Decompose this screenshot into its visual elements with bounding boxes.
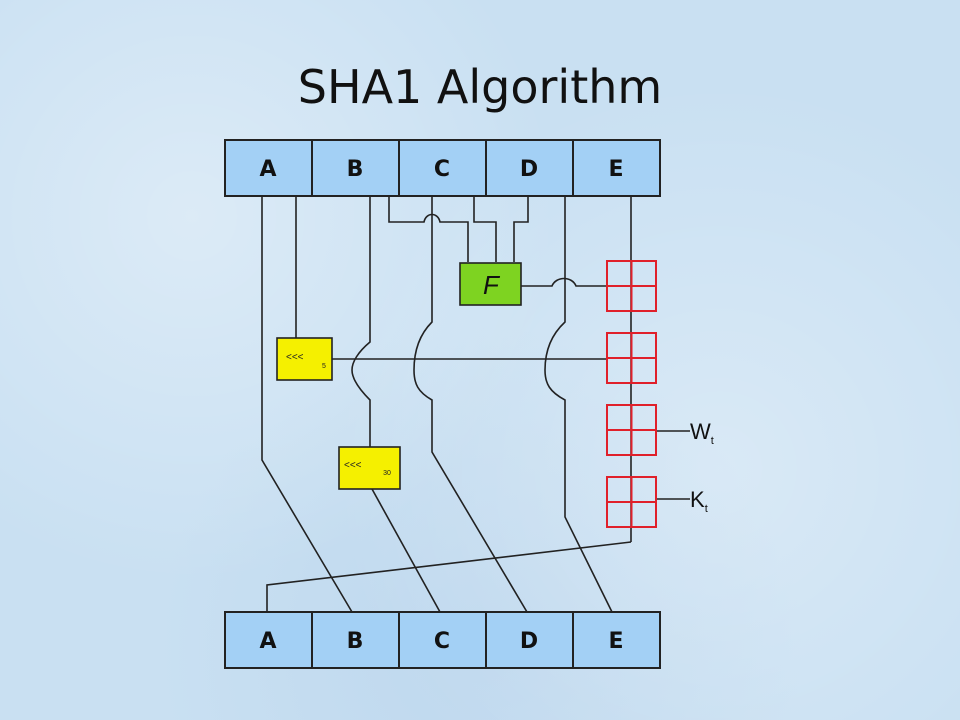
output-register-d: D — [520, 629, 538, 654]
input-register-b: B — [347, 157, 364, 182]
line-sum-to-a — [266, 541, 632, 612]
line-b-to-f — [388, 196, 469, 262]
rotate-left-5-box: <<< 5 — [276, 337, 333, 381]
kt-label: Kt — [690, 487, 708, 515]
line-rotl30-to-c — [371, 488, 441, 613]
input-register-c: C — [434, 157, 450, 182]
line-d-to-e — [544, 196, 613, 613]
rotate-30-symbol: <<< — [344, 460, 362, 471]
slide-title: SHA1 Algorithm — [297, 60, 663, 114]
rotate-5-amount: 5 — [322, 363, 326, 370]
wt-label: Wt — [690, 419, 714, 447]
input-register-d: D — [520, 157, 538, 182]
function-f-label: F — [483, 270, 501, 300]
input-register-a: A — [259, 157, 276, 182]
line-f-to-adder1 — [521, 277, 608, 287]
rotate-30-amount: 30 — [383, 470, 391, 477]
output-register-a: A — [259, 629, 276, 654]
input-register-e: E — [608, 157, 623, 182]
function-f-box: F — [459, 262, 522, 306]
modular-adders — [606, 260, 657, 528]
output-register-e: E — [608, 629, 623, 654]
line-b-to-rotl30 — [351, 196, 371, 447]
adder-4 — [606, 476, 657, 528]
rotate-5-symbol: <<< — [286, 352, 304, 363]
output-register-row: A B C D E — [224, 611, 661, 669]
line-d-to-f — [513, 196, 529, 262]
rotate-left-30-box: <<< 30 — [338, 446, 401, 490]
output-register-b: B — [347, 629, 364, 654]
input-register-row: A B C D E — [224, 139, 661, 197]
adder-3 — [606, 404, 657, 456]
adder-1 — [606, 260, 657, 312]
line-a-to-b — [261, 196, 353, 613]
output-register-c: C — [434, 629, 450, 654]
line-c-to-d — [413, 196, 528, 613]
line-c-to-f — [473, 196, 497, 262]
adder-2 — [606, 332, 657, 384]
connection-lines — [261, 196, 690, 613]
